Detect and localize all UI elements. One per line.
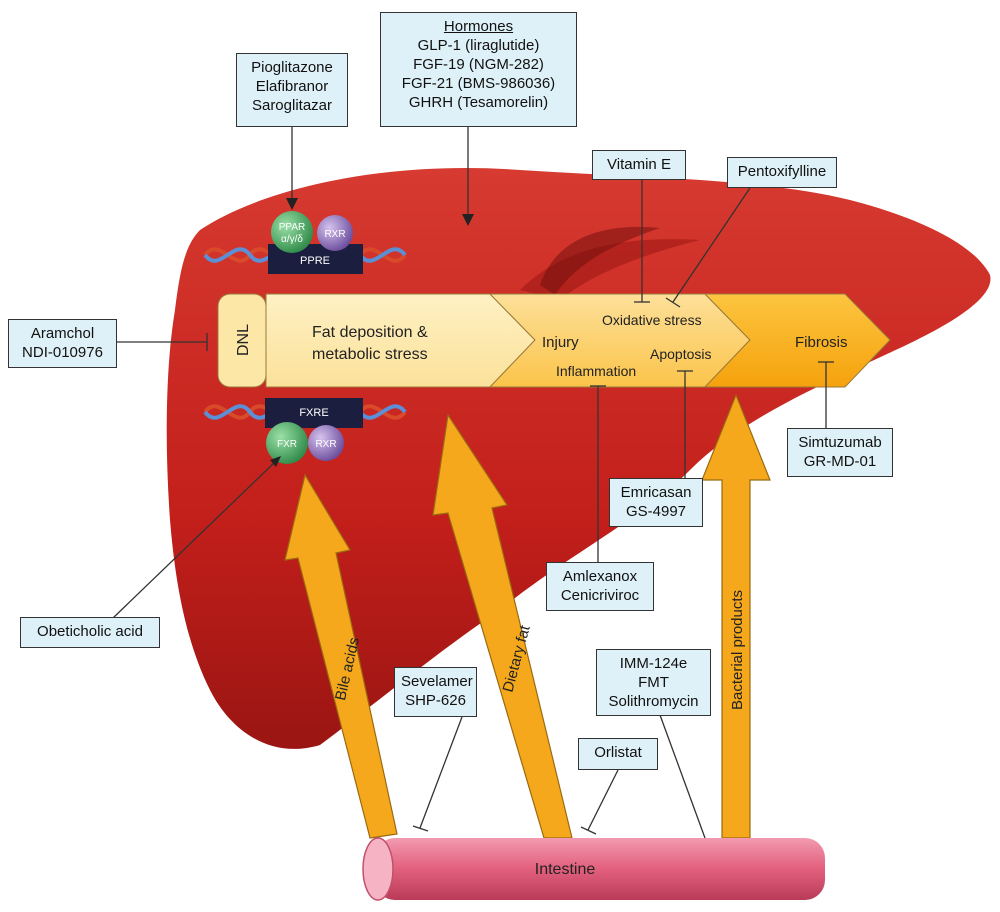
- drug-name: Aramchol: [30, 325, 95, 342]
- orlistat-box: Orlistat: [578, 738, 658, 770]
- liver-shadow: [520, 239, 700, 300]
- hormone-item: GLP-1 (liraglutide): [417, 37, 540, 54]
- inflammation-label: Inflammation: [556, 363, 636, 379]
- inflammation-drugs-box: Amlexanox Cenicriviroc: [546, 562, 654, 611]
- fibrosis-drugs-box: Simtuzumab GR-MD-01: [787, 428, 893, 477]
- drug-name: Sevelamer: [401, 673, 473, 690]
- bacterial-products-label: Bacterial products: [729, 590, 746, 710]
- hormone-item: FGF-21 (BMS-986036): [401, 75, 556, 92]
- drug-name: NDI-010976: [22, 344, 103, 361]
- drug-name: Obeticholic acid: [37, 623, 143, 640]
- oxidative-stress-label: Oxidative stress: [602, 312, 702, 328]
- apoptosis-label: Apoptosis: [650, 346, 711, 362]
- stage-fibrosis: [703, 293, 891, 388]
- drug-name: GR-MD-01: [803, 453, 877, 470]
- rxr-label-top: RXR: [324, 229, 345, 240]
- ppar-label: PPAR: [279, 222, 306, 233]
- fxre-label: FXRE: [299, 407, 328, 419]
- drug-name: SHP-626: [405, 692, 466, 709]
- drug-name: Pentoxifylline: [737, 163, 827, 180]
- ppar-receptor: [271, 211, 313, 253]
- drug-name: Orlistat: [594, 744, 642, 761]
- injury-label: Injury: [542, 334, 579, 351]
- drug-name: Amlexanox: [562, 568, 638, 585]
- hormones-box: Hormones GLP-1 (liraglutide) FGF-19 (NGM…: [380, 12, 577, 127]
- ppre-label: PPRE: [300, 255, 330, 267]
- drug-name: Elafibranor: [255, 78, 329, 95]
- apoptosis-drugs-box: Emricasan GS-4997: [609, 478, 703, 527]
- hormones-title: Hormones: [443, 18, 514, 35]
- intestine: [375, 838, 825, 900]
- ppar-subtype-label: α/γ/δ: [281, 234, 303, 245]
- hormone-item: FGF-19 (NGM-282): [413, 56, 544, 73]
- intestine-opening: [362, 837, 394, 901]
- drug-name: Pioglitazone: [251, 59, 333, 76]
- drug-name: FMT: [638, 674, 669, 691]
- fat-deposition-label-1: Fat deposition &: [312, 324, 428, 341]
- fibrosis-label: Fibrosis: [795, 334, 848, 351]
- bile-acids-arrow: Bile acids: [284, 473, 398, 839]
- drug-name: Emricasan: [620, 484, 692, 501]
- microbiome-drugs-box: IMM-124e FMT Solithromycin: [596, 649, 711, 716]
- vitamin-e-box: Vitamin E: [592, 150, 686, 180]
- drug-name: IMM-124e: [619, 655, 688, 672]
- drug-name: Simtuzumab: [798, 434, 882, 451]
- connector-lines: [112, 127, 834, 839]
- drug-name: GS-4997: [625, 503, 687, 520]
- dnl-label: DNL: [235, 324, 252, 356]
- intestine-label: Intestine: [535, 861, 596, 878]
- rxr-receptor-top: [317, 215, 353, 251]
- drug-name: Solithromycin: [608, 693, 699, 710]
- fxr-label: FXR: [277, 439, 297, 450]
- bacterial-products-arrow: Bacterial products: [701, 393, 771, 839]
- ppar-drugs-box: Pioglitazone Elafibranor Saroglitazar: [236, 53, 348, 127]
- obeticholic-acid-box: Obeticholic acid: [20, 617, 160, 648]
- bile-drugs-box: Sevelamer SHP-626: [394, 667, 477, 717]
- rxr-receptor-bottom: [308, 425, 344, 461]
- drug-name: Saroglitazar: [251, 97, 333, 114]
- rxr-label-bottom: RXR: [315, 439, 336, 450]
- drug-name: Vitamin E: [607, 156, 671, 173]
- liver-fold: [540, 226, 660, 295]
- pentoxifylline-box: Pentoxifylline: [727, 157, 837, 188]
- dietary-fat-arrow: Dietary fat: [432, 413, 573, 839]
- drug-name: Cenicriviroc: [560, 587, 640, 604]
- dnl-drugs-box: Aramchol NDI-010976: [8, 319, 117, 368]
- fat-deposition-label-2: metabolic stress: [312, 346, 428, 363]
- hormone-item: GHRH (Tesamorelin): [408, 94, 549, 111]
- fxr-receptor: [266, 422, 308, 464]
